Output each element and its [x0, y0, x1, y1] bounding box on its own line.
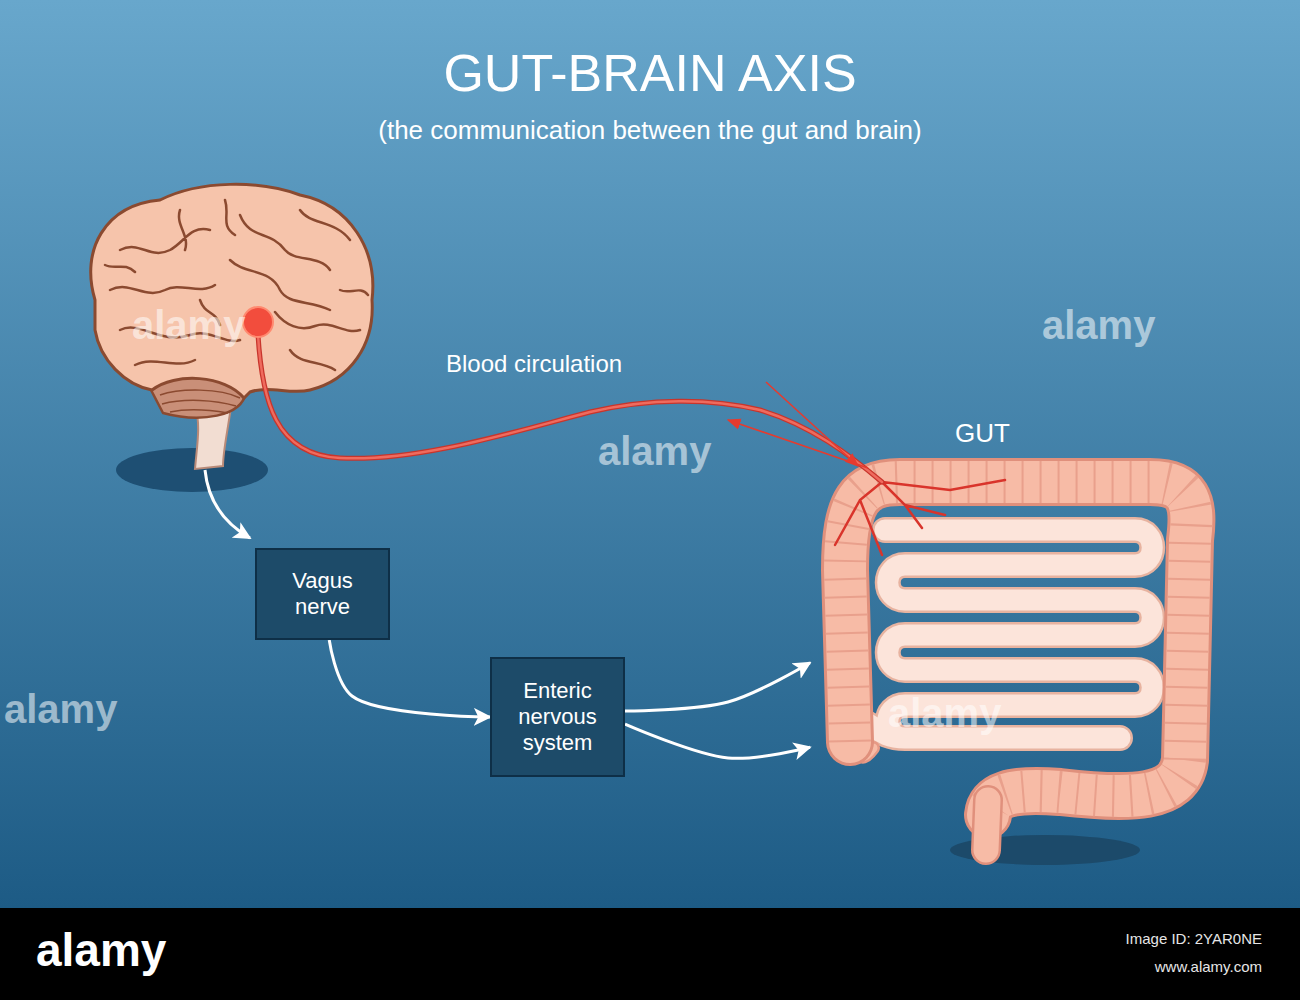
process-box: Vagus nerve [255, 548, 390, 640]
process-box: Enteric nervous system [490, 657, 625, 777]
small-intestine-outline [860, 530, 1152, 738]
brain-gyri [105, 200, 368, 370]
flow-arrow [766, 382, 858, 466]
subtitle: (the communication between the gut and b… [0, 116, 1300, 146]
large-intestine [845, 482, 1191, 815]
blood-vessel-line [258, 335, 882, 482]
brain-shadow [116, 448, 268, 492]
flow-arrow [728, 420, 868, 468]
title: GUT-BRAIN AXIS [0, 44, 1300, 104]
rectum [986, 800, 988, 850]
rectum-outline [986, 800, 988, 850]
footer-bar [0, 908, 1300, 1000]
small-intestine [860, 530, 1152, 738]
watermark: alamy [598, 428, 711, 474]
watermark-logo: alamy [36, 924, 166, 977]
organ-region: GUT [810, 418, 1215, 863]
node-label: Vagus nerve [271, 568, 374, 620]
flow-label: Blood circulation [446, 350, 622, 378]
flow-arrow [205, 470, 250, 538]
haustra [845, 482, 1191, 815]
source-url: www.alamy.com [1155, 958, 1262, 975]
cerebellum-folds [160, 390, 240, 413]
node-label: GUT [955, 418, 1215, 449]
watermark: alamy [4, 686, 117, 732]
blood-vessel-highlight [258, 335, 882, 482]
image-id: Image ID: 2YAR0NE [1126, 930, 1262, 947]
brain-origin-dot [243, 307, 273, 337]
flow-arrow [329, 640, 490, 717]
watermark: alamy [888, 690, 1001, 736]
large-intestine-outline [845, 482, 1191, 815]
background [0, 0, 1300, 908]
cerebrum [91, 184, 373, 398]
watermark: alamy [132, 302, 245, 348]
flow-arrow [625, 724, 810, 758]
flow-arrow [625, 663, 810, 711]
blood-vessels [835, 480, 1005, 555]
watermark: alamy [1042, 302, 1155, 348]
node-label: Enteric nervous system [506, 678, 609, 756]
